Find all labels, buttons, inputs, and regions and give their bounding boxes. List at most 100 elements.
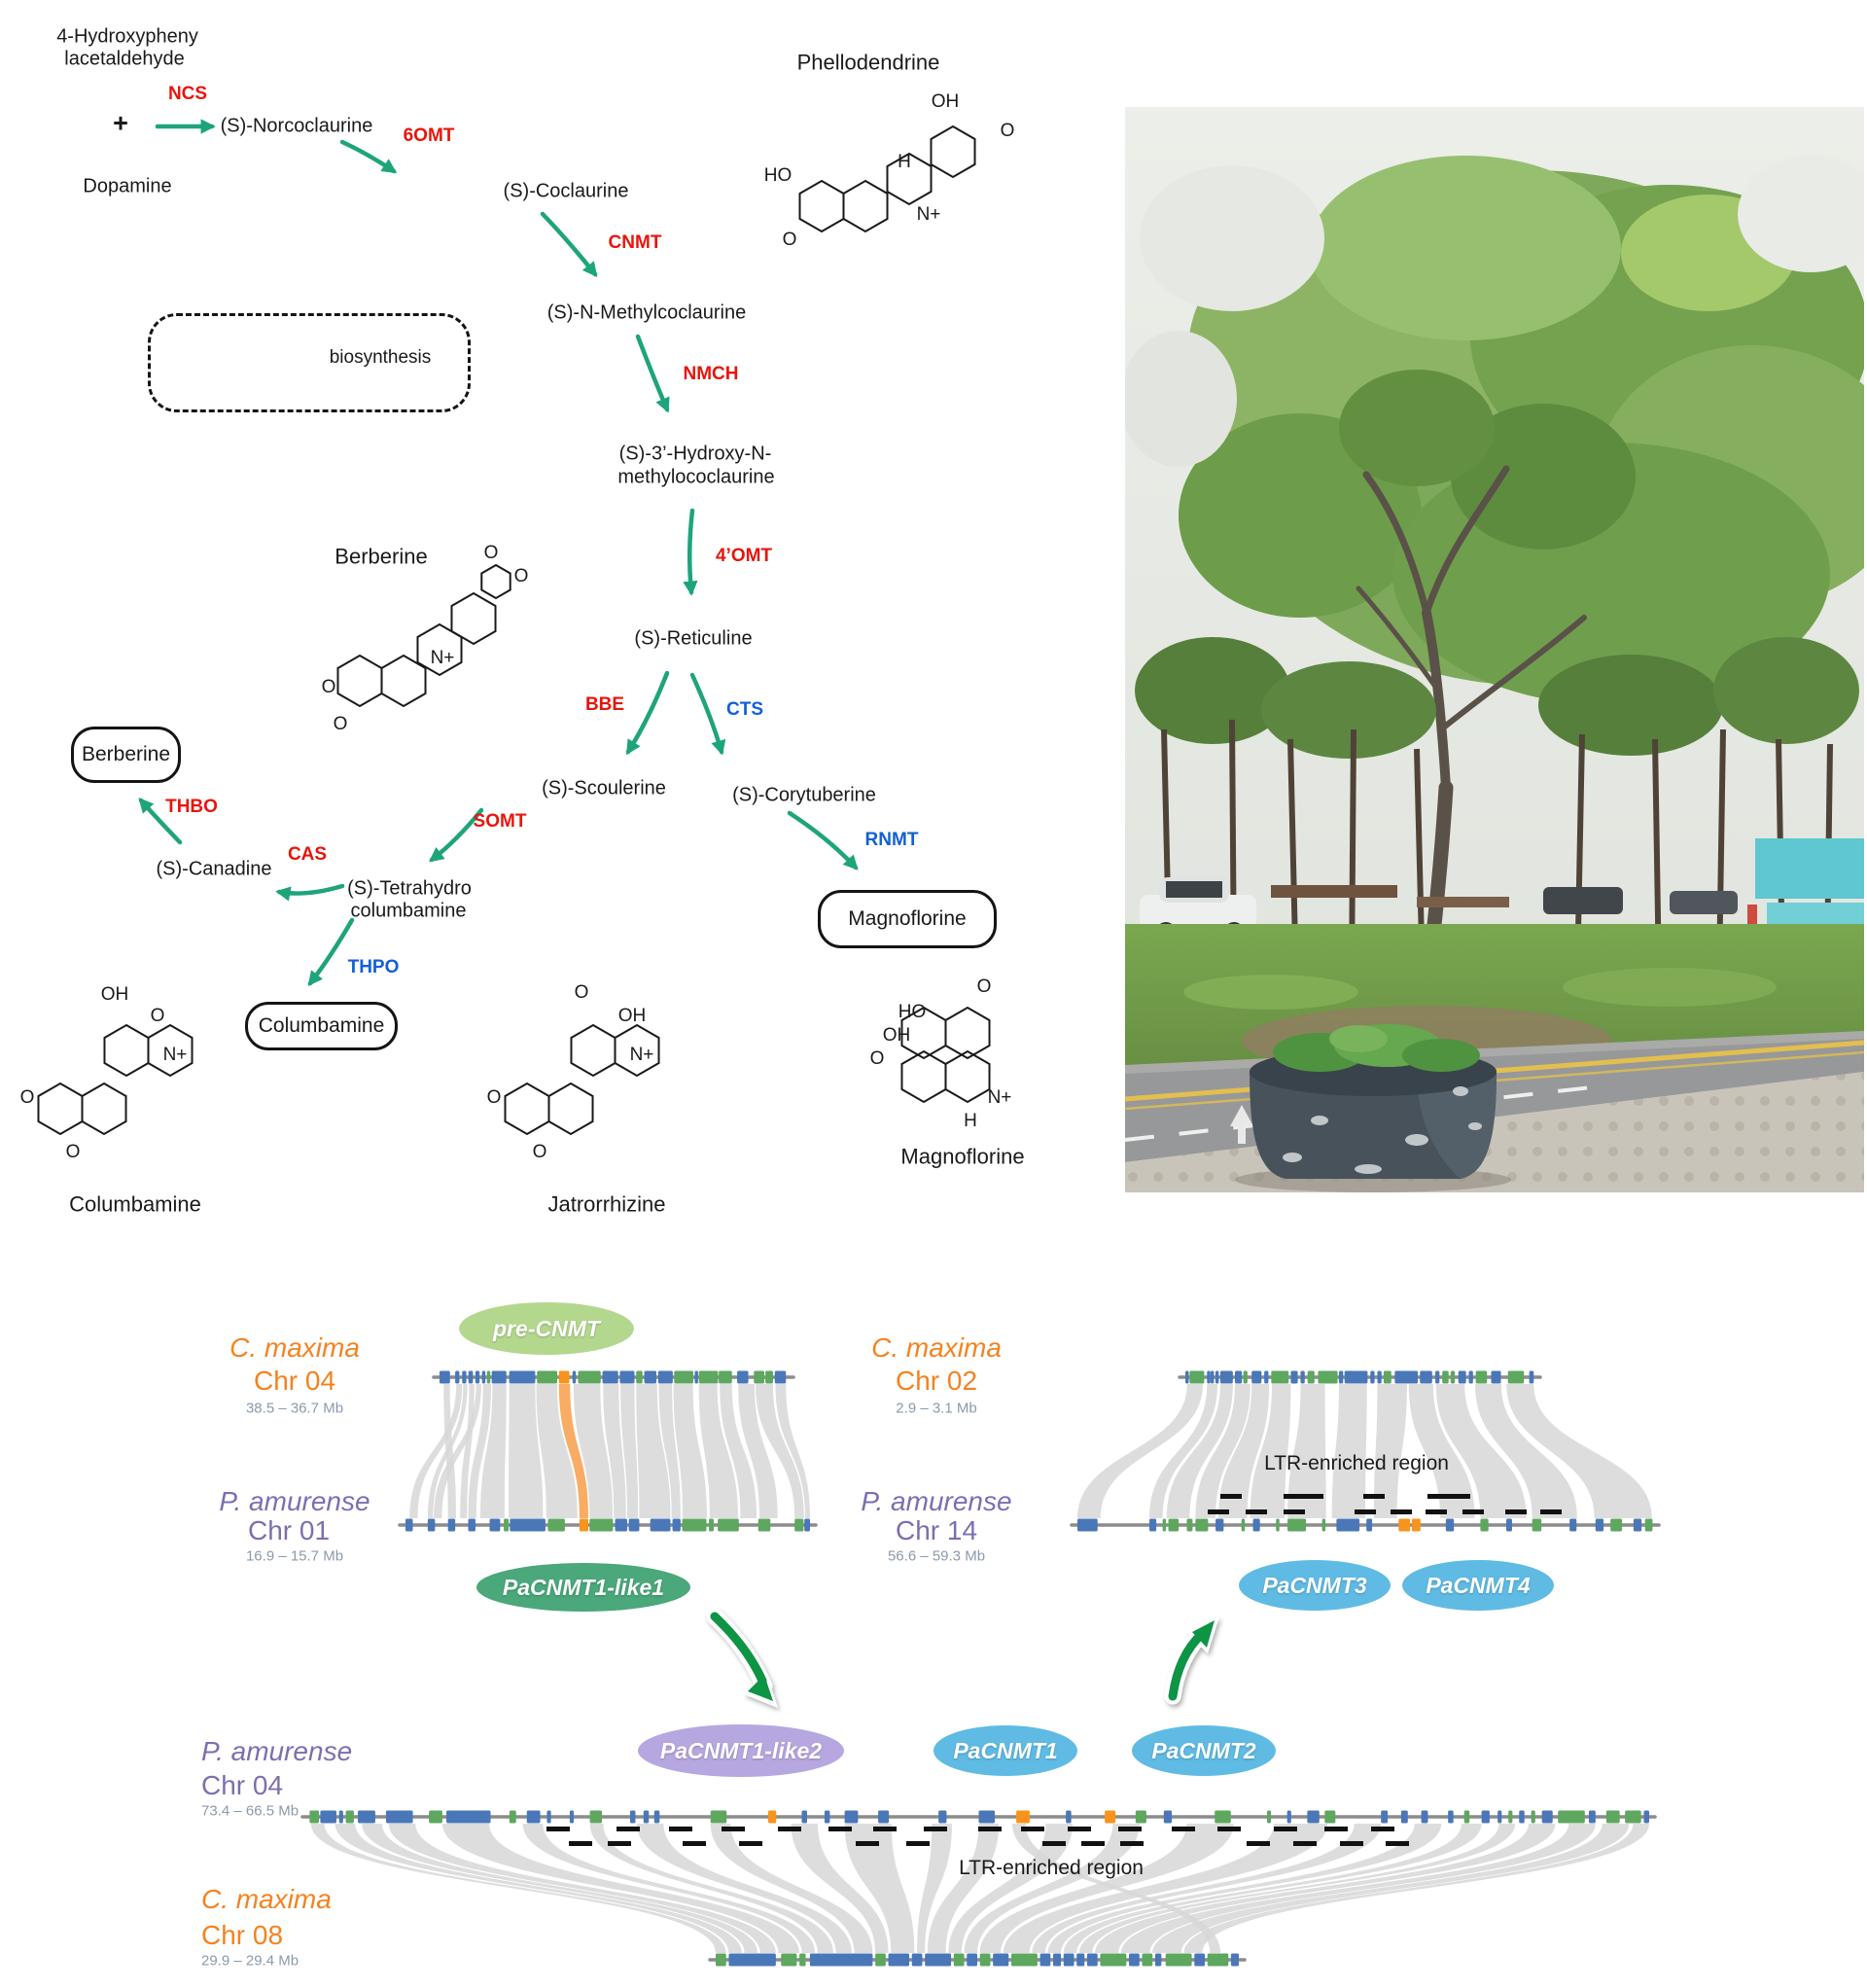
gene-label-pacnmt2: PaCNMT2 xyxy=(1151,1737,1256,1763)
chromosome-segment xyxy=(1400,1810,1408,1824)
gene-ellipse-pacnmt4: PaCNMT4 xyxy=(1402,1560,1554,1611)
compound-n-methylcoclaurine: (S)-N-Methylcoclaurine xyxy=(546,302,747,324)
chromosome-segment xyxy=(979,1953,991,1967)
range-label-cmaxima-chr02: 2.9 – 3.1 Mb xyxy=(896,1400,977,1417)
chromosome-segment xyxy=(537,1370,558,1384)
chromosome-segment xyxy=(1435,1370,1440,1384)
plus-sign: + xyxy=(113,108,128,138)
substituent-label: O xyxy=(66,1142,81,1162)
molecule-substituent-labels: HO O OH O N+ H O O N+ O O OH O N+ O O O … xyxy=(20,91,1015,1162)
chromosome-segment xyxy=(718,1518,739,1532)
chromosome-segment xyxy=(1324,1810,1336,1824)
chromosome-segment xyxy=(1215,1370,1219,1384)
chromosome-segment xyxy=(1377,1370,1382,1384)
compound-scoulerine: (S)-Scoulerine xyxy=(542,777,666,799)
substituent-label: N+ xyxy=(431,648,455,668)
chromosome-segment xyxy=(1344,1370,1368,1384)
chromosome-segment xyxy=(794,1518,804,1532)
chromosome-segment xyxy=(468,1518,476,1532)
chromosome-segment xyxy=(710,1810,727,1824)
chromosome-segment xyxy=(737,1370,749,1384)
chromosome-segment xyxy=(320,1810,336,1824)
gene-label-pacnmt1-like2: PaCNMT1-like2 xyxy=(659,1737,823,1763)
chromosome-segment xyxy=(1271,1370,1289,1384)
molecule-ring-drawings xyxy=(37,124,991,1136)
chromosome-segment xyxy=(572,1370,577,1384)
chromosome-segment xyxy=(1142,1953,1153,1967)
substituent-label: O xyxy=(20,1087,35,1108)
range-label-pamurense-chr01: 16.9 – 15.7 Mb xyxy=(245,1547,344,1565)
chromosome-segment xyxy=(1450,1370,1456,1384)
gene-label-pacnmt1-like1: PaCNMT1-like1 xyxy=(502,1574,665,1600)
chromosome-segment xyxy=(628,1518,640,1532)
chromosome-segment xyxy=(510,1518,546,1532)
substituent-label: O xyxy=(783,230,797,250)
substituent-label: N+ xyxy=(917,204,941,225)
structure-caption-magnoflorine: Magnoflorine xyxy=(900,1144,1025,1169)
compound-reticuline: (S)-Reticuline xyxy=(634,627,753,650)
chromosome-segment xyxy=(682,1518,707,1532)
substituent-label: O xyxy=(322,677,336,697)
chromosome-segment xyxy=(1506,1518,1512,1532)
compound-hydroxy-nmc-line2: methylococlaurine xyxy=(617,466,775,488)
chromosome-segment xyxy=(1481,1810,1490,1824)
chromosome-segment xyxy=(1307,1370,1315,1384)
chromosome-segment xyxy=(1219,1370,1233,1384)
substituent-label: H xyxy=(898,152,911,172)
substituent-label: O xyxy=(870,1048,885,1069)
chromosome-segment xyxy=(1610,1518,1623,1532)
chromosome-segment xyxy=(1252,1518,1260,1532)
substituent-label: OH xyxy=(618,1006,647,1026)
chromosome-segment xyxy=(809,1953,873,1967)
chromosome-segment xyxy=(446,1810,491,1824)
gene-ellipse-pacnmt2: PaCNMT2 xyxy=(1132,1725,1276,1776)
chromosome-segment xyxy=(1286,1810,1291,1824)
chromosome-segment xyxy=(1185,1370,1189,1384)
molecule-rings xyxy=(900,1006,991,1104)
compound-dopamine: Dopamine xyxy=(83,175,172,197)
compound-tetrahydrocolumbamine-line1: (S)-Tetrahydro xyxy=(347,877,472,900)
synteny-ribbons xyxy=(310,1824,1649,1953)
chromosome-segment xyxy=(719,1370,732,1384)
legend-box xyxy=(148,313,471,412)
chromosome-segment xyxy=(1321,1518,1326,1532)
chromosome-segment xyxy=(1507,1370,1525,1384)
chromosome-segment xyxy=(978,1810,996,1824)
species-label-p-amurense-c: P. amurense xyxy=(201,1736,353,1766)
chromosome-segment xyxy=(509,1370,536,1384)
molecule-rings xyxy=(37,1023,194,1136)
chromosome-segment xyxy=(1588,1810,1596,1824)
chromosome-segment xyxy=(1135,1810,1146,1824)
enzyme-nmch: NMCH xyxy=(683,364,739,385)
chromosome-segment xyxy=(345,1810,354,1824)
substituent-label: O xyxy=(484,543,499,563)
compound-coclaurine: (S)-Coclaurine xyxy=(503,180,629,202)
substituent-label: O xyxy=(1001,121,1015,141)
substituent-label: O xyxy=(977,976,992,997)
chromosome-segment xyxy=(765,1370,773,1384)
range-label-cmaxima-chr08: 29.9 – 29.4 Mb xyxy=(201,1952,299,1970)
compound-tetrahydrocolumbamine-line2: columbamine xyxy=(350,900,467,922)
chromosome-segment xyxy=(1251,1370,1262,1384)
chromosome-segment xyxy=(875,1953,886,1967)
chromosome-segment xyxy=(1605,1810,1620,1824)
chromosome-segment xyxy=(1519,1810,1525,1824)
range-label-pamurense-chr14: 56.6 – 59.3 Mb xyxy=(887,1547,986,1565)
chromosome-segment xyxy=(674,1370,693,1384)
enzyme-bbe: BBE xyxy=(584,694,625,716)
chromosome-segment xyxy=(653,1810,660,1824)
chromosome-segment xyxy=(1318,1370,1338,1384)
chromosome-segment xyxy=(1039,1953,1051,1967)
substituent-label: O xyxy=(575,982,589,1003)
chromosome-segment xyxy=(804,1518,810,1532)
chromosome-segment xyxy=(1243,1370,1248,1384)
structure-caption-phellodendrine: Phellodendrine xyxy=(796,50,940,75)
chromosome-segment xyxy=(1381,1810,1389,1824)
chr-label-pamurense-chr14: Chr 14 xyxy=(895,1514,978,1545)
substituent-label: HO xyxy=(764,165,793,186)
species-label-c-maxima-a: C. maxima xyxy=(229,1331,360,1363)
chromosome-segment xyxy=(1643,1810,1649,1824)
chromosome-segment xyxy=(953,1953,965,1967)
enzyme-rnmt: RNMT xyxy=(864,830,919,851)
substituent-label: OH xyxy=(932,91,960,112)
